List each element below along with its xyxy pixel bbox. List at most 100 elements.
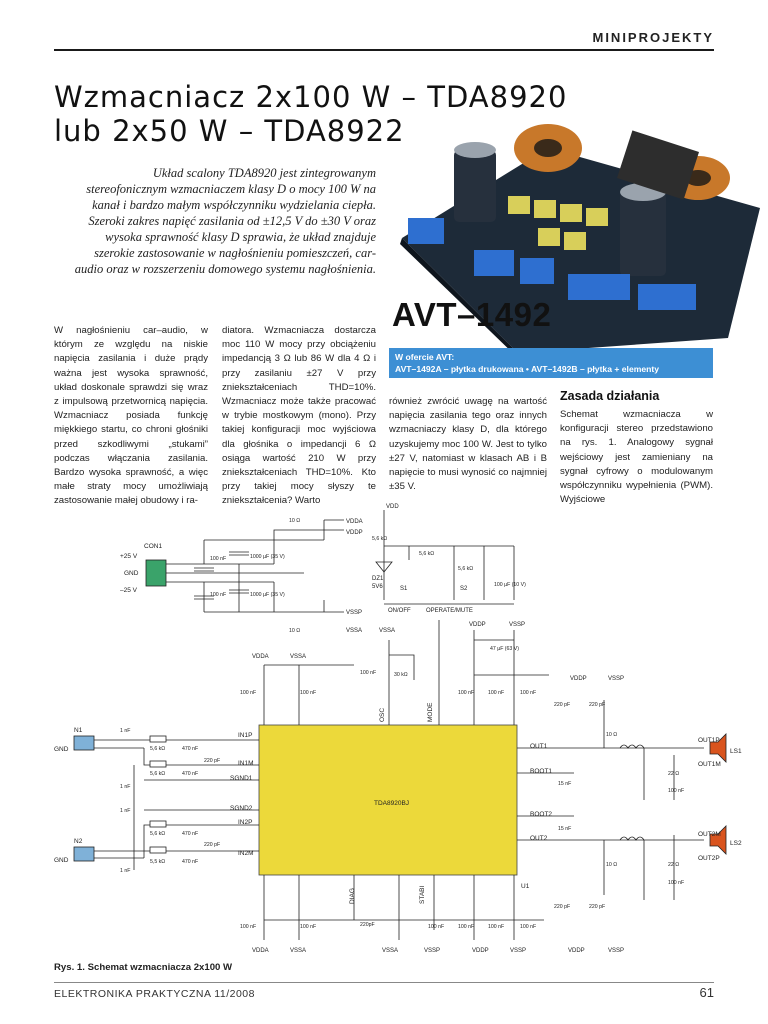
input-n1-connector[interactable]	[73, 735, 95, 751]
pin-in2p: IN2P	[238, 819, 252, 826]
yellow-caps	[508, 196, 608, 250]
label-c2: 1000 µF (35 V)	[250, 554, 285, 560]
ic-top-wires	[263, 620, 549, 725]
label-c34: 100 nF	[240, 924, 256, 930]
product-photo	[400, 124, 760, 356]
label-c8: 47 µF (63 V)	[490, 646, 519, 652]
label-c41: 220 pF	[589, 904, 605, 910]
pin-mode: MODE	[427, 702, 434, 722]
label-c37: 100 nF	[458, 924, 474, 930]
rail-vssa-top: VSSA	[346, 628, 362, 634]
figure-caption: Rys. 1. Schemat wzmacniacza 2x100 W	[54, 962, 233, 973]
offer-items: AVT–1492A – płytka drukowana • AVT–1492B…	[395, 364, 660, 374]
label-c5: 1000 µF (35 V)	[250, 592, 285, 598]
label-r10: 5,6 kΩ	[150, 771, 165, 777]
terminal-blocks	[408, 218, 696, 310]
label-c7: 100 nF	[210, 592, 226, 598]
label-c15: 100 nF	[488, 690, 504, 696]
rail-vssa-stabi: VSSA	[382, 948, 398, 954]
label-c33: 220pF	[360, 922, 375, 928]
label-c14: 100 nF	[458, 690, 474, 696]
rail-vddp-out-bottom: VDDP	[568, 948, 585, 954]
body-column-4: Schemat wzmacniacza w konfiguracji stere…	[560, 409, 713, 506]
rail-vssp-out-bottom: VSSP	[608, 948, 624, 954]
ls2-label: LS2	[730, 840, 742, 847]
label-c18: 470 nF	[182, 746, 198, 752]
rail-vssp-ic: VSSP	[509, 622, 525, 628]
label-c29: 470 nF	[182, 859, 198, 865]
rail-vdda-top: VDDA	[346, 519, 363, 525]
pin-sgnd2: SGND2	[230, 805, 253, 812]
label-c19: 220 pF	[204, 758, 220, 764]
footer-journal: ELEKTRONIKA PRAKTYCZNA 11/2008	[54, 988, 255, 1000]
con1-connector[interactable]	[145, 559, 167, 587]
footer-rule	[54, 982, 714, 983]
supply-neg: –25 V	[120, 587, 138, 594]
label-r5: 10 Ω	[289, 628, 300, 634]
speaker-ls1	[709, 733, 727, 763]
out2m-label: OUT2M	[698, 831, 721, 838]
switch-s2-label: OPERATE/MUTE	[426, 608, 473, 614]
pin-out2: OUT2	[530, 835, 548, 842]
switch-wires	[383, 510, 515, 605]
label-r6: 30 kΩ	[394, 672, 408, 678]
rail-vddp-ic: VDDP	[469, 622, 486, 628]
title-line-1: Wzmacniacz 2x100 W – TDA8920	[54, 80, 568, 114]
cap-left	[454, 142, 496, 222]
pin-stabi: STABI	[419, 886, 426, 904]
label-c11: 220 pF	[589, 702, 605, 708]
label-c10: 220 pF	[554, 702, 570, 708]
body-column-2: diatora. Wzmacniacza dostarcza moc 110 W…	[222, 325, 376, 507]
offer-box: W ofercie AVT: AVT–1492A – płytka drukow…	[389, 348, 713, 378]
input-n1-gnd: GND	[54, 746, 69, 753]
top-rule	[54, 49, 714, 51]
article-title: Wzmacniacz 2x100 W – TDA8920 lub 2x50 W …	[54, 80, 567, 148]
label-c38: 100 nF	[488, 924, 504, 930]
input-resistors	[149, 735, 167, 854]
rail-vddp-bottom: VDDP	[472, 948, 489, 954]
label-r12: 5,5 kΩ	[150, 859, 165, 865]
label-r2: 10 Ω	[289, 518, 300, 524]
pin-boot2: BOOT2	[530, 811, 552, 818]
label-r1: 5,6 kΩ	[372, 536, 387, 542]
input-n2-connector[interactable]	[73, 846, 95, 862]
schematic: TDA8920BJ U1 IN1P IN1M SGND1 SGND2 IN2P …	[54, 504, 742, 954]
rail-vssp-bottom: VSSP	[424, 948, 440, 954]
section-subhead: Zasada działania	[560, 389, 660, 403]
label-c16: 100 nF	[520, 690, 536, 696]
rail-vddp-out: VDDP	[570, 676, 587, 682]
body-column-3: również zwrócić uwagę na wartość napięci…	[389, 396, 547, 493]
label-c21: 15 nF	[558, 781, 571, 787]
pin-osc: OSC	[379, 708, 386, 722]
label-c30: 1 nF	[120, 868, 130, 874]
input-wires	[94, 739, 259, 870]
lead-paragraph: Układ scalony TDA8920 jest zintegrowanym…	[74, 166, 376, 276]
label-c40: 220 pF	[554, 904, 570, 910]
rail-vdda-ic: VDDA	[252, 654, 269, 660]
dz1-label: DZ1	[372, 576, 384, 582]
label-c36: 100 nF	[428, 924, 444, 930]
project-code: AVT–1492	[392, 296, 552, 333]
switch-s1: S1	[400, 586, 408, 592]
pin-in1m: IN1M	[238, 760, 254, 767]
input-n2: N2	[74, 838, 83, 845]
page-number: 61	[699, 985, 714, 1000]
rail-vdda-bottom: VDDA	[252, 948, 269, 954]
label-c25: 1 nF	[120, 808, 130, 814]
label-c17: 1 nF	[120, 728, 130, 734]
label-r9: 22 Ω	[668, 771, 679, 777]
input-n2-gnd: GND	[54, 857, 69, 864]
label-r14: 22 Ω	[668, 862, 679, 868]
switch-s1-label: ON/OFF	[388, 608, 411, 614]
ic-body	[258, 724, 518, 876]
output-wires	[517, 700, 704, 900]
label-c12: 100 nF	[240, 690, 256, 696]
out2p-label: OUT2P	[698, 855, 720, 862]
ic-bottom-wires	[263, 875, 544, 940]
section-label: MINIPROJEKTY	[592, 30, 714, 45]
rail-vssa-bottom: VSSA	[290, 948, 306, 954]
label-r7: 10 Ω	[606, 732, 617, 738]
pcb-edge	[400, 238, 519, 356]
label-c13: 100 nF	[300, 690, 316, 696]
label-c4: 100 µF (10 V)	[494, 582, 526, 588]
